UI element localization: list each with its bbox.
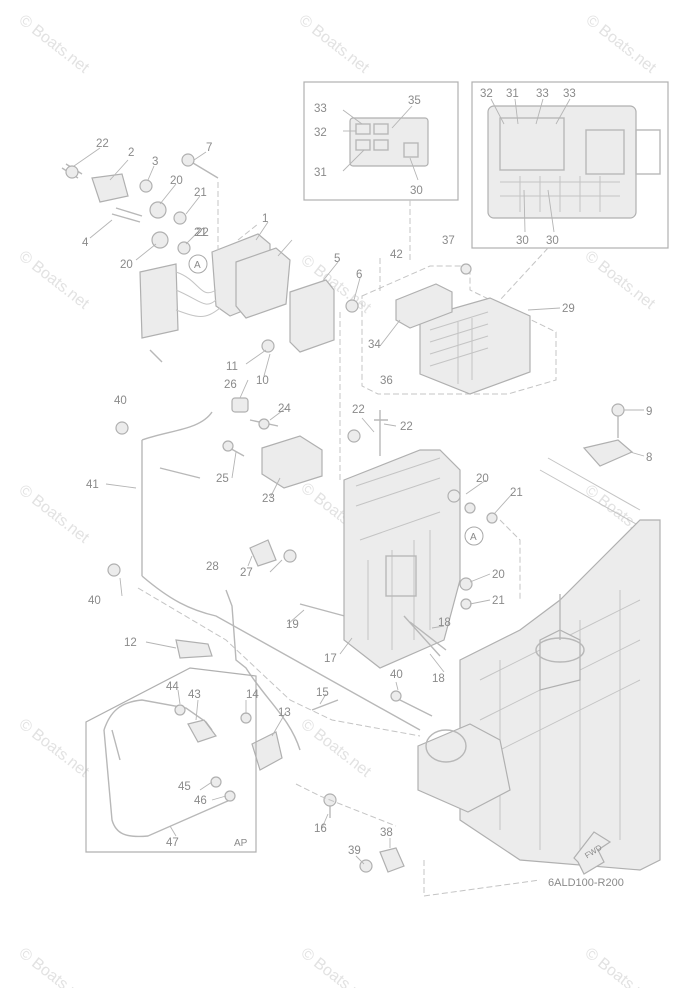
callout: 44 bbox=[166, 681, 179, 693]
guide-lines bbox=[137, 200, 549, 827]
callout: 18 bbox=[438, 617, 451, 629]
callout: 22 bbox=[352, 404, 365, 416]
callout: 27 bbox=[240, 567, 253, 579]
watermark: © Boats.net bbox=[16, 248, 93, 313]
callout: 31 bbox=[314, 167, 327, 179]
callout: 30 bbox=[546, 235, 559, 247]
callout: 10 bbox=[256, 375, 269, 387]
callout: 45 bbox=[178, 781, 191, 793]
watermark: © Boats.net bbox=[298, 945, 375, 988]
callout: 33 bbox=[314, 103, 327, 115]
engine-block: FWD bbox=[321, 519, 661, 897]
callout: 23 bbox=[262, 493, 275, 505]
watermark: © Boats.net bbox=[16, 945, 93, 988]
callout: 30 bbox=[410, 185, 423, 197]
callout: 42 bbox=[390, 249, 403, 261]
callout: 30 bbox=[516, 235, 529, 247]
callout: 33 bbox=[536, 88, 549, 100]
callout: 46 bbox=[194, 795, 207, 807]
callout: 20 bbox=[492, 569, 505, 581]
watermark: © Boats.net bbox=[582, 248, 659, 313]
callout: 43 bbox=[188, 689, 201, 701]
callout: 7 bbox=[206, 142, 212, 154]
callout: 8 bbox=[646, 452, 652, 464]
callout: 4 bbox=[82, 237, 89, 249]
callout: 25 bbox=[216, 473, 229, 485]
watermark: © Boats.net bbox=[583, 12, 660, 77]
callout: 20 bbox=[120, 259, 133, 271]
central-bracket-plate bbox=[339, 410, 513, 673]
callout: 40 bbox=[114, 395, 127, 407]
callout: 29 bbox=[562, 303, 575, 315]
middle-parts bbox=[145, 379, 353, 771]
callout: 21 bbox=[510, 487, 523, 499]
callout: 14 bbox=[246, 689, 259, 701]
callout: 39 bbox=[348, 845, 361, 857]
callout: 6 bbox=[356, 269, 362, 281]
watermark: © Boats.net bbox=[16, 716, 93, 781]
callout: 36 bbox=[380, 375, 393, 387]
callout: 12 bbox=[124, 637, 137, 649]
inset-ap: AP bbox=[85, 667, 257, 853]
callout: 41 bbox=[86, 479, 99, 491]
watermark: © Boats.net bbox=[16, 12, 93, 77]
callout: 37 bbox=[442, 235, 455, 247]
callout: 13 bbox=[278, 707, 291, 719]
callout: 32 bbox=[314, 127, 327, 139]
reference-mark-a: A bbox=[470, 532, 477, 543]
callout: 35 bbox=[408, 95, 421, 107]
callout: 1 bbox=[262, 213, 268, 225]
callout: 47 bbox=[166, 837, 179, 849]
callout: 28 bbox=[206, 561, 219, 573]
callout: 2 bbox=[128, 147, 134, 159]
inset-ecm-front bbox=[471, 81, 669, 249]
callout: 16 bbox=[314, 823, 327, 835]
diagram-code: 6ALD100-R200 bbox=[548, 877, 624, 889]
callout: 32 bbox=[480, 88, 493, 100]
callout: 38 bbox=[380, 827, 393, 839]
callout: 20 bbox=[476, 473, 489, 485]
fwd-arrow-icon bbox=[573, 831, 612, 875]
callout: 15 bbox=[316, 687, 329, 699]
callout: 40 bbox=[88, 595, 101, 607]
callout: 34 bbox=[368, 339, 381, 351]
callout: 22 bbox=[400, 421, 413, 433]
callout: 33 bbox=[563, 88, 576, 100]
callout: 21 bbox=[194, 187, 207, 199]
callout: 21 bbox=[194, 227, 207, 239]
reference-mark-a: A bbox=[194, 260, 201, 271]
callout: 22 bbox=[196, 227, 209, 239]
watermark: © Boats.net bbox=[296, 12, 373, 77]
watermark: © Boats.net bbox=[298, 716, 375, 781]
callout: 3 bbox=[152, 156, 158, 168]
watermark: © Boats.net bbox=[582, 945, 659, 988]
ecm-assembly-frame bbox=[361, 265, 557, 395]
wire-harness-41 bbox=[105, 411, 421, 731]
callout: 20 bbox=[170, 175, 183, 187]
ap-label: AP bbox=[234, 838, 248, 849]
callout: 19 bbox=[286, 619, 299, 631]
top-left-parts bbox=[61, 147, 361, 377]
callout: 40 bbox=[390, 669, 403, 681]
callout: 9 bbox=[646, 406, 652, 418]
bracket-8-9 bbox=[539, 403, 645, 525]
callout: 17 bbox=[324, 653, 337, 665]
callout: 24 bbox=[278, 403, 291, 415]
watermark: © Boats.net bbox=[16, 482, 93, 547]
callout: 11 bbox=[226, 361, 238, 373]
callout: 21 bbox=[492, 595, 505, 607]
inset-ecm-connector bbox=[303, 81, 459, 201]
callout-labels: 22 2 3 7 20 21 1 4 22 20 21 5 6 11 10 33… bbox=[82, 88, 652, 857]
callout: 22 bbox=[96, 138, 109, 150]
ecm-unit bbox=[379, 263, 561, 395]
callout: 5 bbox=[334, 253, 340, 265]
callout: 26 bbox=[224, 379, 237, 391]
callout: 31 bbox=[506, 88, 519, 100]
callout: 18 bbox=[432, 673, 445, 685]
